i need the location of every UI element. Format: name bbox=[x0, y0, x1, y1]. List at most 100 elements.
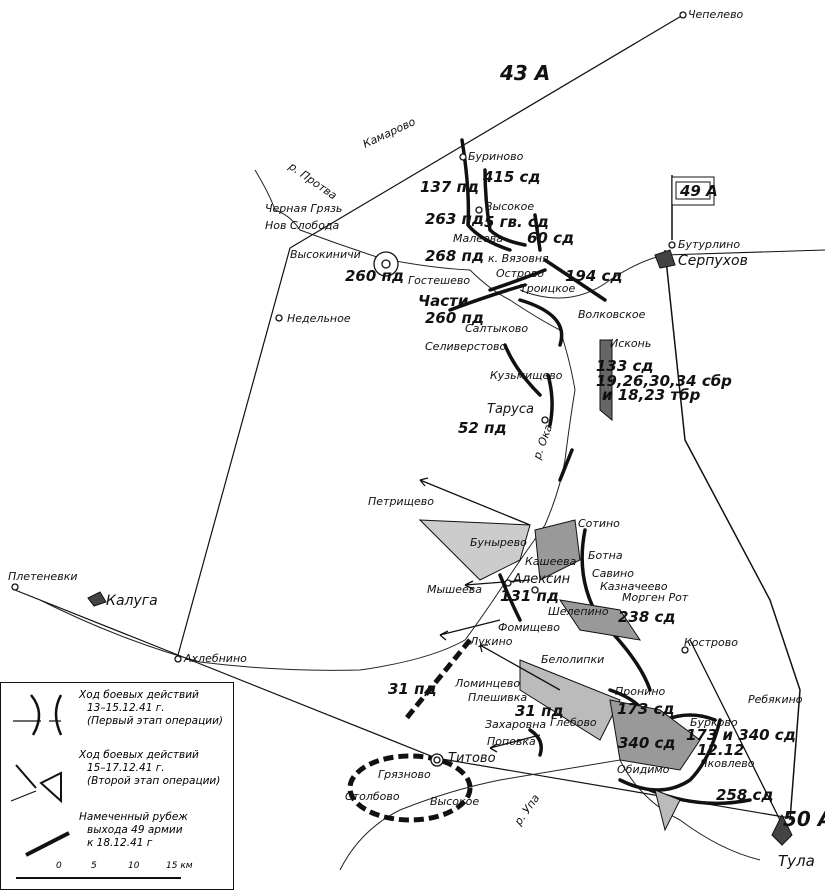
legend-item3-line2: выхода 49 армии bbox=[87, 824, 183, 836]
dashed-movement bbox=[347, 638, 473, 823]
unit-label: 340 сд bbox=[618, 734, 676, 752]
unit-label: 173 сд bbox=[617, 700, 675, 718]
place-label: Высокое bbox=[485, 200, 534, 213]
unit-label: 238 сд bbox=[618, 608, 676, 626]
place-label: Плешивка bbox=[468, 691, 527, 704]
place-label: Нов Слобода bbox=[265, 219, 340, 232]
legend-item2-title: Ход боевых действий bbox=[79, 749, 199, 761]
place-label: Титово bbox=[448, 751, 496, 766]
legend-item2-dates: 15–17.12.41 г. bbox=[87, 762, 165, 774]
place-label: р. Ока bbox=[530, 422, 555, 461]
unit-label: 258 сд bbox=[716, 786, 774, 804]
place-label: Ахлебнино bbox=[183, 652, 247, 665]
place-label: Высокое bbox=[430, 795, 479, 808]
unit-label: и 18,23 тбр bbox=[602, 386, 701, 404]
place-label: Серпухов bbox=[678, 253, 748, 269]
place-label: Камарово bbox=[361, 115, 418, 151]
army-label-49: 49 А bbox=[679, 182, 718, 200]
place-label: Бутурлино bbox=[678, 238, 740, 251]
flag-49a bbox=[671, 175, 715, 240]
place-label: Фомищево bbox=[498, 621, 560, 634]
river-upa bbox=[339, 759, 761, 871]
legend-symbols bbox=[10, 694, 181, 879]
place-label: Кузьмищево bbox=[490, 369, 563, 382]
place-label: Гостешево bbox=[408, 274, 470, 287]
army-boundary-43-49 bbox=[289, 14, 684, 249]
place-label: Глебово bbox=[550, 716, 597, 729]
place-label: Высокиничи bbox=[290, 248, 361, 261]
place-label: к. Вязовня bbox=[488, 252, 549, 265]
place-label: Петрищево bbox=[368, 495, 434, 508]
legend-item1-title: Ход боевых действий bbox=[79, 689, 199, 701]
legend-item1-note: (Первый этап операции) bbox=[87, 715, 224, 727]
place-label: Исконь bbox=[610, 337, 651, 350]
place-label: Недельное bbox=[287, 312, 351, 325]
place-label: Мышеева bbox=[427, 583, 482, 596]
place-label: Шелепино bbox=[548, 605, 609, 618]
place-label: Бурково bbox=[690, 716, 738, 729]
place-label: Савино bbox=[592, 567, 634, 580]
unit-label: 194 сд bbox=[565, 267, 623, 285]
legend: Ход боевых действий 13–15.12.41 г. (Перв… bbox=[0, 682, 234, 890]
place-label: Алексин bbox=[512, 572, 571, 587]
unit-label: 415 сд bbox=[482, 168, 541, 186]
unit-label: 31 пд bbox=[388, 680, 437, 698]
unit-label: 19,26,30,34 сбр bbox=[596, 372, 732, 390]
unit-label: 60 сд bbox=[527, 229, 574, 247]
place-label: Лукино bbox=[469, 635, 513, 648]
legend-item3-line3: к 18.12.41 г bbox=[87, 837, 153, 849]
place-label: Ребякино bbox=[748, 693, 803, 706]
cities bbox=[87, 249, 793, 846]
place-label: Калуга bbox=[106, 593, 158, 609]
unit-label: 263 пд bbox=[425, 210, 484, 228]
place-label: Тула bbox=[778, 852, 815, 870]
place-label: Пронино bbox=[615, 685, 666, 698]
army-label-43: 43 А bbox=[499, 61, 550, 85]
unit-label: 133 сд bbox=[596, 357, 654, 375]
place-label: Троицкое bbox=[520, 282, 575, 295]
place-label: Острово bbox=[496, 267, 544, 280]
place-label: Бунырево bbox=[470, 536, 527, 549]
place-label: Кашеева bbox=[525, 555, 577, 568]
place-label: р. Протва bbox=[285, 159, 339, 202]
place-label: Яковлево bbox=[699, 757, 755, 770]
place-label: Столбово bbox=[345, 790, 400, 803]
place-label: Плетеневки bbox=[8, 570, 77, 583]
place-label: Таруса bbox=[487, 402, 534, 417]
unit-label: 260 пд bbox=[425, 309, 484, 327]
unit-label: 131 пд bbox=[500, 587, 559, 605]
place-label: Малеева bbox=[453, 232, 503, 245]
river-oka bbox=[39, 169, 576, 671]
unit-label: 52 пд bbox=[458, 419, 507, 437]
place-label: Буриново bbox=[468, 150, 524, 163]
arrows bbox=[419, 477, 561, 753]
unit-label: 31 пд bbox=[515, 702, 564, 720]
unit-label: 268 пд bbox=[425, 247, 484, 265]
settlements bbox=[11, 11, 689, 767]
shaded-areas bbox=[418, 339, 701, 832]
unit-label: 173 и 340 сд bbox=[686, 726, 796, 744]
army-boundary-west bbox=[177, 247, 291, 656]
place-label: Ботна bbox=[588, 549, 623, 562]
army-label-50: 50 А bbox=[783, 807, 825, 831]
place-label: Морген Рот bbox=[622, 591, 689, 604]
legend-item1-dates: 13–15.12.41 г. bbox=[87, 702, 165, 714]
place-label: Чепелево bbox=[688, 8, 744, 21]
unit-label: 260 пд bbox=[345, 267, 404, 285]
legend-icon-stage1 bbox=[13, 694, 63, 736]
place-label: Сотино bbox=[578, 517, 620, 530]
place-label: Черная Грязь bbox=[265, 202, 342, 215]
legend-item3-title: Намеченный рубеж bbox=[79, 811, 188, 823]
unit-label: 12.12 bbox=[697, 741, 744, 759]
scale-tick-0: 0 bbox=[56, 861, 62, 871]
place-label: Кострово bbox=[684, 636, 738, 649]
place-label: Захаровна bbox=[485, 718, 546, 731]
place-label: Ломинцево bbox=[454, 677, 520, 690]
place-label: Поповка bbox=[487, 735, 536, 748]
place-label: Салтыково bbox=[465, 322, 528, 335]
legend-item2-note: (Второй этап операции) bbox=[87, 775, 221, 787]
place-label: Волковское bbox=[578, 308, 646, 321]
